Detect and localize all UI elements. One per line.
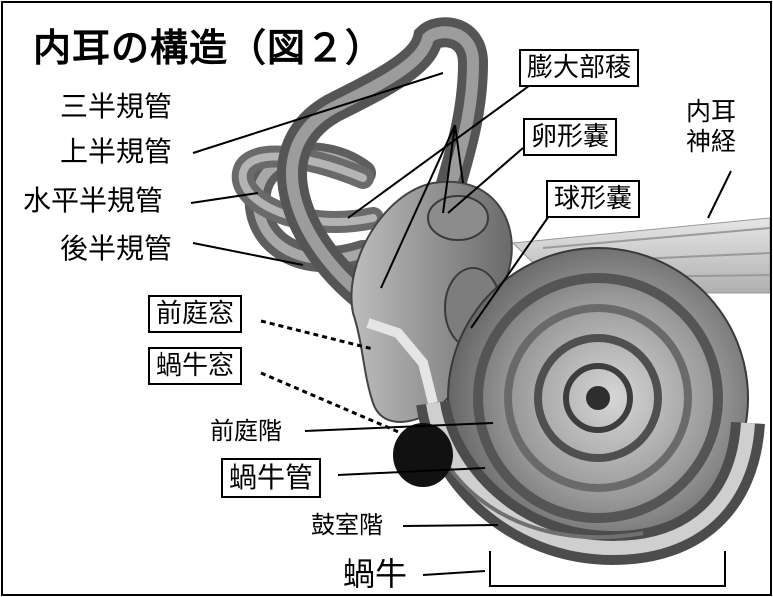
leader-lines <box>190 72 732 587</box>
label-horizontal-canal: 水平半規管 <box>23 184 164 217</box>
label-semicircular-canals: 三半規管 <box>60 90 173 123</box>
label-anterior-canal: 上半規管 <box>60 135 173 168</box>
label-utricle: 卵形嚢 <box>523 118 618 156</box>
round-window-shape <box>393 423 453 487</box>
label-round-window: 蝸牛窓 <box>148 347 243 385</box>
label-saccule: 球形嚢 <box>546 180 641 218</box>
label-cochlea: 蝸牛 <box>343 555 408 593</box>
label-scala-vestibuli: 前庭階 <box>210 417 282 445</box>
label-inner-ear-nerve: 内耳 神経 <box>686 97 737 156</box>
label-ampulla: 膨大部稜 <box>519 49 640 87</box>
label-scala-tympani: 鼓室階 <box>311 511 383 539</box>
inner-ear-illustration <box>190 17 770 587</box>
label-oval-window: 前庭窓 <box>148 295 243 333</box>
cochlea-shape <box>416 247 765 566</box>
diagram-title: 内耳の構造（図２） <box>33 26 385 70</box>
label-posterior-canal: 後半規管 <box>60 232 173 265</box>
label-cochlear-duct: 蝸牛管 <box>221 458 322 498</box>
